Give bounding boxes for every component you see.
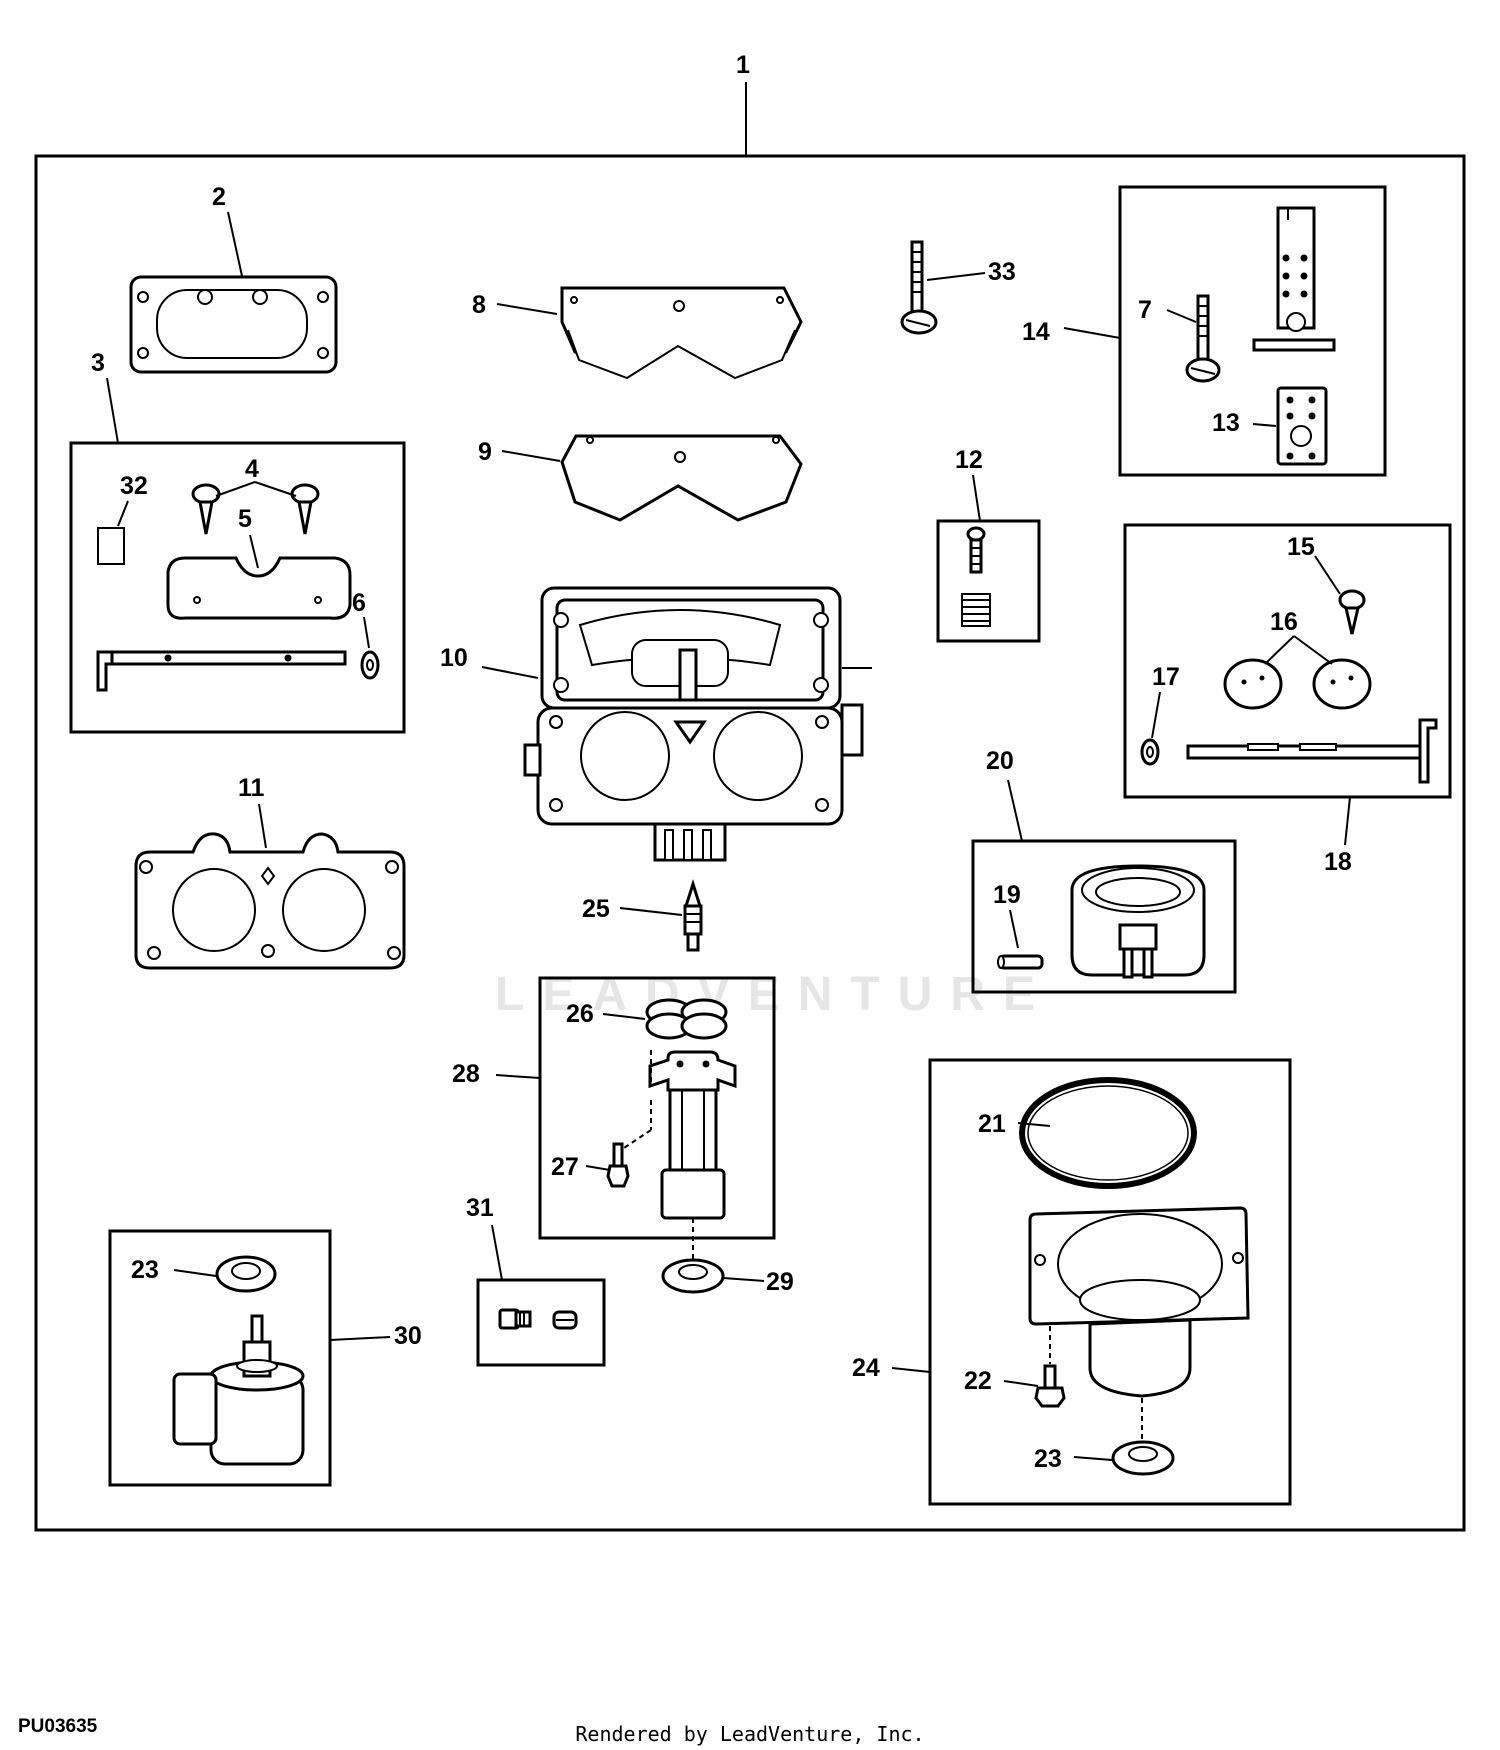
callout-4[interactable]: 4 [245, 455, 259, 483]
float-part-20[interactable] [1070, 864, 1206, 979]
callout-29[interactable]: 29 [766, 1268, 794, 1296]
screw-part-33[interactable] [900, 240, 938, 335]
assembly-frame [34, 154, 1466, 1532]
gasket-part-9[interactable] [560, 434, 803, 522]
callout-7[interactable]: 7 [1138, 296, 1152, 324]
callout-14[interactable]: 14 [1022, 318, 1050, 346]
callout-8[interactable]: 8 [472, 291, 486, 319]
kit-box-12 [936, 519, 1041, 643]
pin-part-19[interactable] [997, 954, 1044, 970]
kit-box-28 [538, 976, 776, 1240]
needle-valve-part-25[interactable] [683, 879, 703, 952]
callout-2[interactable]: 2 [212, 183, 226, 211]
callout-24[interactable]: 24 [852, 1354, 880, 1382]
callout-9[interactable]: 9 [478, 438, 492, 466]
gasket-part-8[interactable] [560, 286, 803, 380]
float-bowl-part[interactable] [1028, 1206, 1250, 1398]
callout-25[interactable]: 25 [582, 895, 610, 923]
throttle-shaft-part[interactable] [1186, 718, 1438, 784]
screw-part-7[interactable] [1185, 294, 1221, 383]
bracket-part[interactable] [1252, 206, 1336, 352]
callout-19[interactable]: 19 [993, 881, 1021, 909]
washer-part-17[interactable] [1140, 738, 1160, 766]
kit-box-18 [1123, 523, 1452, 799]
washer-part-29[interactable] [661, 1258, 725, 1294]
kit-box-14 [1118, 185, 1387, 477]
callout-10[interactable]: 10 [440, 644, 468, 672]
plate-part-5[interactable] [166, 556, 352, 620]
kit-box-20 [971, 839, 1237, 994]
gasket-part-26[interactable] [645, 998, 728, 1040]
callout-31[interactable]: 31 [466, 1194, 494, 1222]
callout-16[interactable]: 16 [1270, 608, 1298, 636]
callout-5[interactable]: 5 [238, 505, 252, 533]
carburetor-body-part-10[interactable] [523, 586, 872, 862]
needle-spring-part-12[interactable] [961, 526, 991, 627]
screw-part-4[interactable] [191, 483, 320, 535]
screw-part-31[interactable] [498, 1308, 532, 1330]
callout-6[interactable]: 6 [352, 589, 366, 617]
callout-30[interactable]: 30 [394, 1322, 422, 1350]
kit-box-30 [108, 1229, 332, 1487]
screw-part-27[interactable] [606, 1142, 630, 1188]
kit-box-3 [69, 441, 406, 734]
shaft-part[interactable] [96, 650, 347, 692]
kit-box-31 [476, 1278, 606, 1367]
callout-21[interactable]: 21 [978, 1110, 1006, 1138]
callout-13[interactable]: 13 [1212, 409, 1240, 437]
plate-part-13[interactable] [1276, 386, 1328, 466]
gasket-part-11[interactable] [134, 832, 406, 970]
emulsion-tube-part[interactable] [648, 1050, 737, 1220]
washer-part-6[interactable] [360, 650, 380, 680]
screw-part-22[interactable] [1034, 1364, 1066, 1408]
callout-11[interactable]: 11 [238, 774, 265, 802]
callout-26[interactable]: 26 [566, 1000, 594, 1028]
callout-3[interactable]: 3 [91, 349, 105, 377]
callout-27[interactable]: 27 [551, 1153, 579, 1181]
throttle-plate-part-16[interactable] [1223, 658, 1372, 710]
callout-23-left[interactable]: 23 [131, 1256, 159, 1284]
callout-18[interactable]: 18 [1324, 848, 1352, 876]
callout-20[interactable]: 20 [986, 747, 1014, 775]
callout-32[interactable]: 32 [120, 472, 148, 500]
screw-part-15[interactable] [1338, 589, 1366, 635]
kit-box-24 [928, 1058, 1292, 1506]
washer-part-31[interactable] [552, 1310, 578, 1330]
callout-15[interactable]: 15 [1287, 533, 1315, 561]
washer-part-23b[interactable] [1111, 1440, 1175, 1476]
callout-23-right[interactable]: 23 [1034, 1445, 1062, 1473]
spring-part-32[interactable] [97, 527, 125, 565]
gasket-part-2[interactable] [129, 275, 338, 374]
diagram-id: PU03635 [18, 1716, 98, 1737]
callout-12[interactable]: 12 [955, 446, 983, 474]
callout-1[interactable]: 1 [736, 51, 750, 79]
callout-33[interactable]: 33 [988, 258, 1016, 286]
washer-part-23a[interactable] [215, 1255, 277, 1293]
o-ring-part-21[interactable] [1019, 1077, 1197, 1189]
callout-22[interactable]: 22 [964, 1367, 992, 1395]
callout-28[interactable]: 28 [452, 1060, 480, 1088]
callout-17[interactable]: 17 [1152, 663, 1180, 691]
solenoid-part-30[interactable] [172, 1314, 305, 1466]
rendered-by-credit: Rendered by LeadVenture, Inc. [575, 1722, 925, 1746]
